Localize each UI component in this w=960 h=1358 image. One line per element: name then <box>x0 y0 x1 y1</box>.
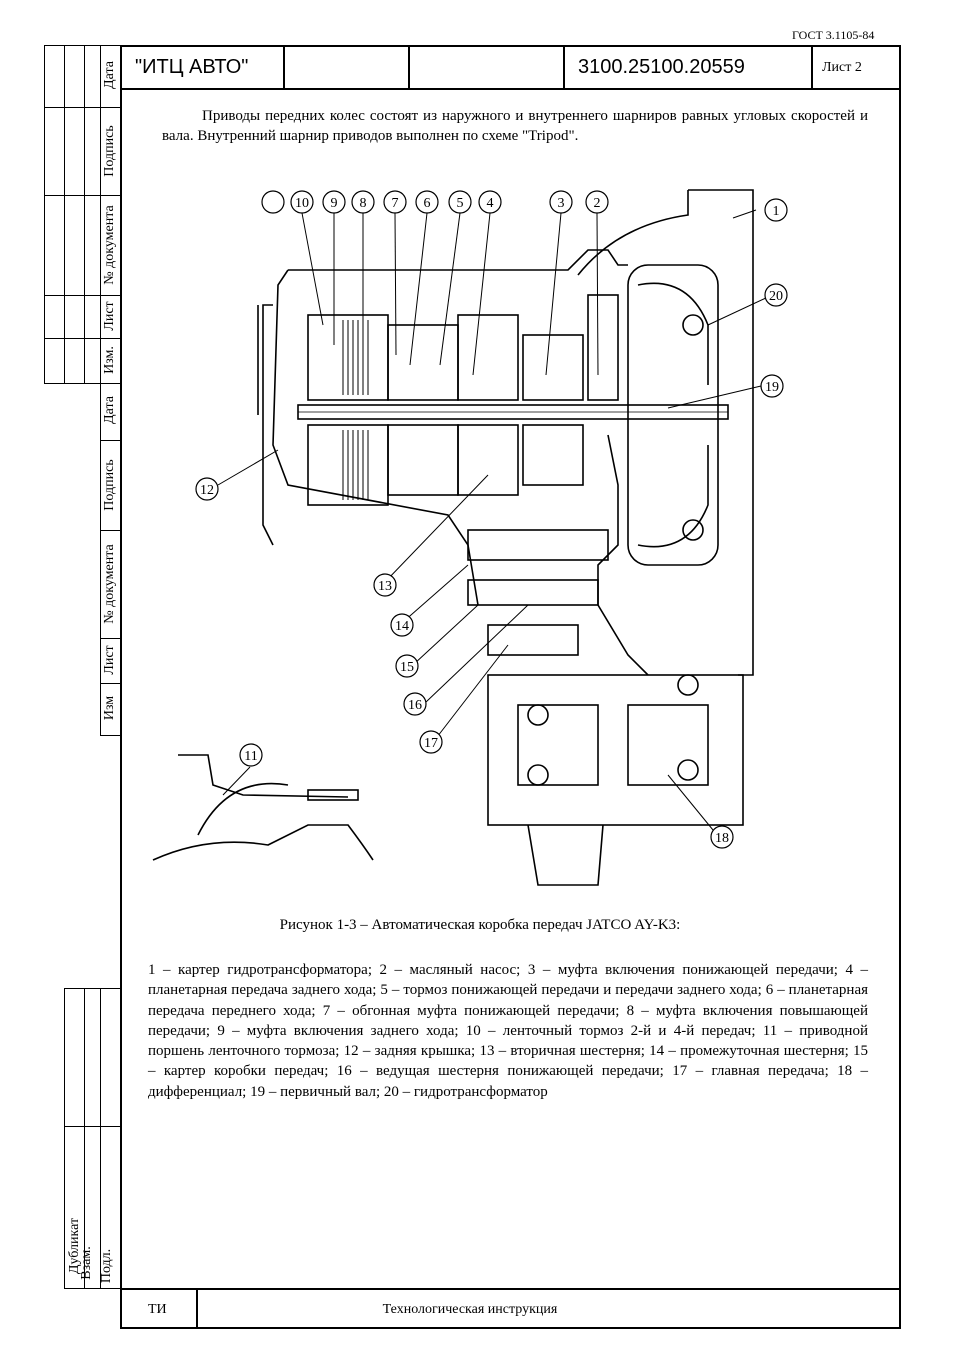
figure-legend: 1 – картер гидротрансформатора; 2 – масл… <box>148 962 868 1100</box>
callout-20: 20 <box>769 289 783 304</box>
intro-paragraph: Приводы передних колес состоят из наружн… <box>162 108 868 144</box>
callout-12: 12 <box>200 483 214 498</box>
callout-11: 11 <box>244 749 257 764</box>
callout-2: 2 <box>594 196 601 211</box>
stamp-label-date: Дата <box>102 61 117 89</box>
callout-3: 3 <box>558 196 565 211</box>
stamp-label-doc-number-2: № документа <box>102 544 117 624</box>
callout-10: 10 <box>295 196 309 211</box>
sheet-number: Лист 2 <box>822 59 862 75</box>
callout-19: 19 <box>765 380 779 395</box>
callout-13: 13 <box>378 579 392 594</box>
transmission-diagram: 1 2 3 4 5 6 7 8 9 10 11 12 13 14 15 16 1… <box>152 189 788 886</box>
footer-title: Технологическая инструкция <box>382 1302 558 1317</box>
stamp-label-original: Подл. <box>99 1248 114 1284</box>
stamp-label-signature: Подпись <box>102 125 117 177</box>
callout-6: 6 <box>424 196 431 211</box>
callout-8: 8 <box>360 196 367 211</box>
callout-14: 14 <box>395 619 409 634</box>
callout-1: 1 <box>773 204 780 219</box>
footer-separator <box>196 1288 198 1329</box>
footer-divider <box>120 1288 901 1290</box>
page-frame <box>120 45 901 1329</box>
callout-7: 7 <box>392 196 399 211</box>
document-number: 3100.25100.20559 <box>578 56 745 78</box>
callout-17: 17 <box>424 736 438 751</box>
gost-standard-label: ГОСТ 3.1105-84 <box>792 28 875 42</box>
callout-4: 4 <box>487 196 494 211</box>
callout-15: 15 <box>400 660 414 675</box>
header-divider <box>120 88 901 90</box>
callout-16: 16 <box>408 698 422 713</box>
figure-caption: Рисунок 1-3 – Автоматическая коробка пер… <box>279 917 681 933</box>
stamp-label-replace: Взам. <box>79 1246 94 1280</box>
callout-5: 5 <box>457 196 464 211</box>
stamp-label-change-2: Изм <box>102 695 117 721</box>
callout-9: 9 <box>331 196 338 211</box>
company-name: "ИТЦ АВТО" <box>135 56 249 78</box>
stamp-label-date-2: Дата <box>102 396 117 424</box>
stamp-label-signature-2: Подпись <box>102 459 117 511</box>
footer-code: ТИ <box>148 1302 167 1317</box>
callout-18: 18 <box>715 831 729 846</box>
